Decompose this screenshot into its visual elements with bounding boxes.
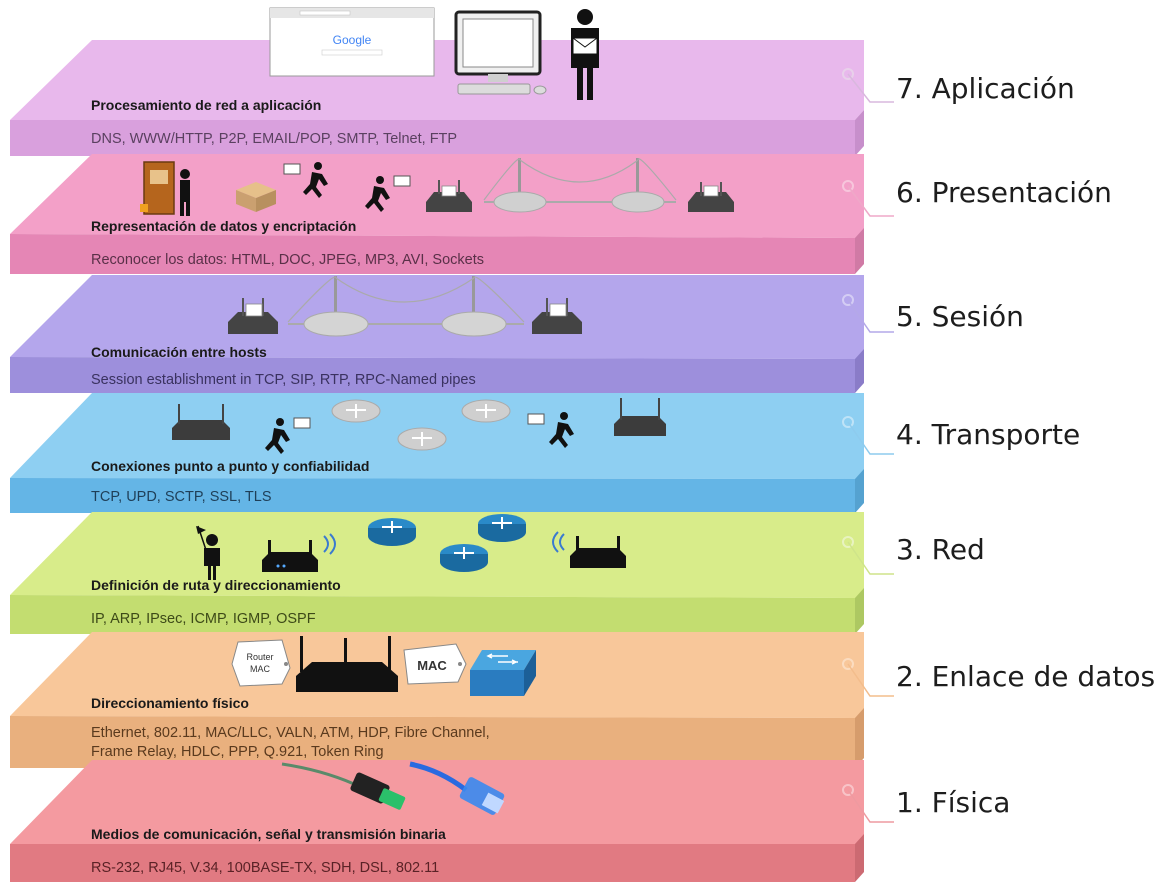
router-icon xyxy=(172,404,230,440)
layer-7-label: 7. Aplicación xyxy=(896,72,1075,105)
bridge-icon xyxy=(287,276,525,337)
browser-window-icon: Google xyxy=(269,7,435,77)
layer-5-description: Comunicación entre hosts xyxy=(91,344,267,360)
layer-2-enlace-de-datos: Direccionamiento físico Ethernet, 802.11… xyxy=(0,632,880,772)
layer-3-red: Definición de ruta y direccionamiento IP… xyxy=(0,512,880,636)
wifi-signal-icon xyxy=(323,533,336,555)
running-courier-icon xyxy=(283,162,328,198)
layer-5-sesion: Comunicación entre hosts Session establi… xyxy=(0,275,880,399)
desktop-computer-icon xyxy=(454,10,547,95)
google-logo: Google xyxy=(333,33,372,47)
running-courier-icon xyxy=(527,412,574,448)
person-with-flag-icon xyxy=(196,525,220,580)
leader-line-3 xyxy=(842,536,894,575)
layer-3-slab xyxy=(10,512,864,634)
layer-6-protocols: Reconocer los datos: HTML, DOC, JPEG, MP… xyxy=(91,252,484,268)
layer-6-description: Representación de datos y encriptación xyxy=(91,218,357,234)
router-tag-line-2: MAC xyxy=(250,664,271,674)
router-icon xyxy=(228,298,278,334)
layer-2-description: Direccionamiento físico xyxy=(91,695,249,711)
router-icon xyxy=(262,540,318,572)
router-icon xyxy=(296,636,398,692)
layer-4-label: 4. Transporte xyxy=(896,418,1081,451)
mac-tag-text: MAC xyxy=(417,658,447,673)
router-icon xyxy=(688,182,734,212)
layer-2-protocols: Ethernet, 802.11, MAC/LLC, VALN, ATM, HD… xyxy=(91,725,490,760)
layer-6-label: 6. Presentación xyxy=(896,176,1112,209)
leader-line-1 xyxy=(842,784,894,823)
router-icon xyxy=(614,398,666,436)
router-icon xyxy=(426,180,472,212)
layer-5-label: 5. Sesión xyxy=(896,300,1024,333)
leader-line-2 xyxy=(842,658,894,697)
leader-line-4 xyxy=(842,416,894,455)
layer-3-protocols: IP, ARP, IPsec, ICMP, IGMP, OSPF xyxy=(91,611,316,627)
leader-line-7 xyxy=(842,68,894,103)
layer-7-aplicacion: Procesamiento de red a aplicación DNS, W… xyxy=(0,40,880,160)
layer-2-label: 2. Enlace de datos xyxy=(896,660,1156,693)
mac-tag-icon: MAC xyxy=(403,643,467,685)
layer-1-slab xyxy=(10,760,864,882)
cardboard-box-icon xyxy=(236,182,276,212)
network-router-icon xyxy=(478,514,526,542)
running-courier-icon xyxy=(365,175,411,212)
network-router-icon xyxy=(461,399,511,423)
cabinet-icon xyxy=(140,161,190,216)
bridge-icon xyxy=(483,158,677,213)
fiber-cable-icon xyxy=(281,762,406,810)
router-mac-tag-icon: Router MAC xyxy=(231,639,291,687)
router-tag-line-1: Router xyxy=(246,652,273,662)
layer-5-protocols: Session establishment in TCP, SIP, RTP, … xyxy=(91,372,476,388)
layer-6-presentacion: Representación de datos y encriptación R… xyxy=(0,154,880,278)
layer-1-description: Medios de comunicación, señal y transmis… xyxy=(91,826,446,842)
layer-1-fisica: Medios de comunicación, señal y transmis… xyxy=(0,760,880,884)
layer-4-description: Conexiones punto a punto y confiabilidad xyxy=(91,458,370,474)
layer-7-slab xyxy=(10,40,864,156)
network-router-icon xyxy=(368,518,416,546)
layer-3-label: 3. Red xyxy=(896,533,985,566)
leader-line-5 xyxy=(842,294,894,333)
layer-5-slab xyxy=(10,275,864,393)
layer-1-protocols: RS-232, RJ45, V.34, 100BASE-TX, SDH, DSL… xyxy=(91,860,440,876)
network-router-icon xyxy=(440,544,488,572)
running-courier-icon xyxy=(265,417,311,454)
layer-7-description: Procesamiento de red a aplicación xyxy=(91,97,322,113)
layer-7-protocols: DNS, WWW/HTTP, P2P, EMAIL/POP, SMTP, Tel… xyxy=(91,131,458,147)
router-icon xyxy=(532,298,582,334)
layer-4-transporte: Conexiones punto a punto y confiabilidad… xyxy=(0,393,880,517)
wifi-signal-icon xyxy=(552,531,565,553)
leader-line-6 xyxy=(842,180,894,217)
layer-4-protocols: TCP, UPD, SCTP, SSL, TLS xyxy=(91,489,272,505)
network-router-icon xyxy=(397,427,447,451)
layer-3-description: Definición de ruta y direccionamiento xyxy=(91,577,341,593)
network-router-icon xyxy=(331,399,381,423)
router-icon xyxy=(570,536,626,568)
person-with-envelope-icon xyxy=(571,9,599,100)
network-switch-icon xyxy=(470,650,536,696)
layer-1-label: 1. Física xyxy=(896,786,1011,819)
ethernet-cable-icon xyxy=(409,761,505,815)
